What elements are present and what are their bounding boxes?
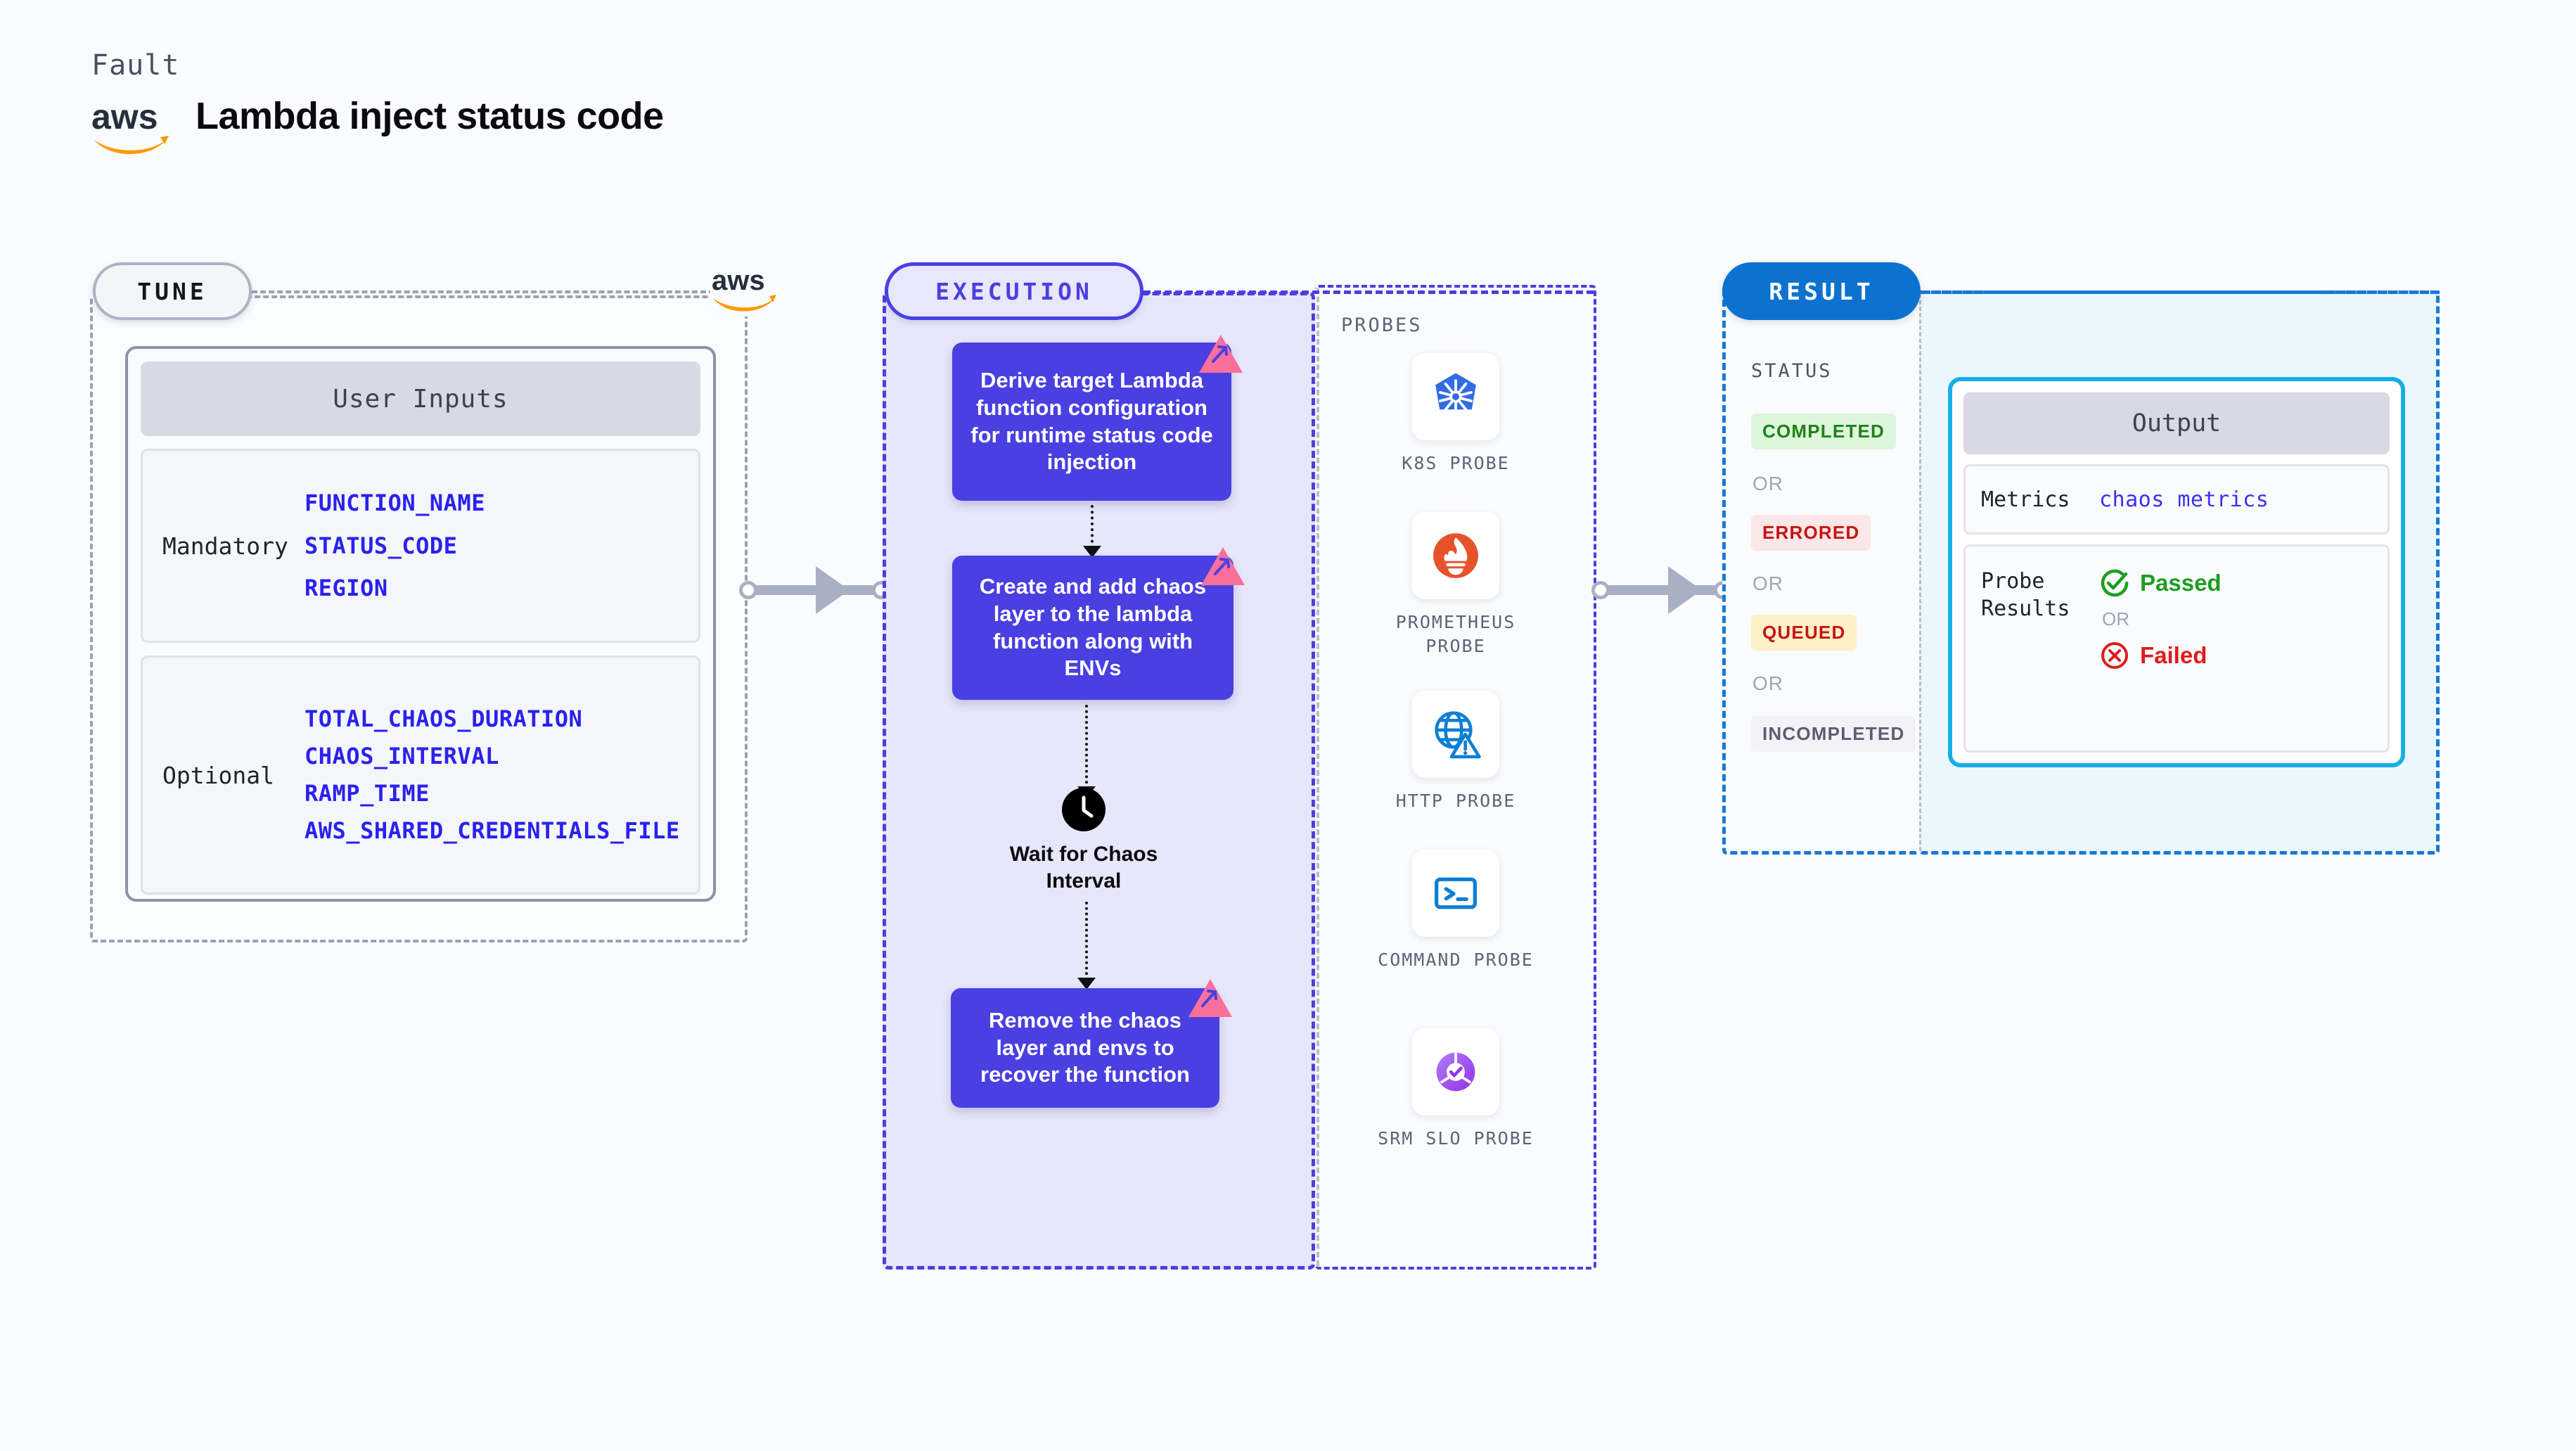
metrics-key: Metrics [1981, 487, 2070, 512]
probe-tile [1412, 512, 1499, 599]
check-circle-icon [2101, 569, 2129, 597]
probe-label: COMMAND PROBE [1378, 950, 1534, 970]
probe-item-command[interactable]: COMMAND PROBE [1364, 850, 1547, 972]
optional-inputs-group: Optional TOTAL_CHAOS_DURATION CHAOS_INTE… [141, 656, 700, 895]
tune-cloud-logo-wrap: aws [710, 262, 781, 317]
user-inputs-card: User Inputs Mandatory FUNCTION_NAME STAT… [125, 346, 716, 902]
probe-item-http[interactable]: HTTP PROBE [1364, 691, 1547, 813]
flow-connector-1 [1091, 505, 1094, 549]
kubernetes-icon [1435, 373, 1476, 414]
litmus-logo-badge-icon [1188, 979, 1232, 1017]
probes-section-label: PROBES [1341, 314, 1423, 336]
aws-logo-icon: aws [712, 265, 776, 312]
flow-connector-2 [1085, 705, 1088, 789]
status-badge-errored: ERRORED [1751, 515, 1871, 551]
input-var[interactable]: AWS_SHARED_CREDENTIALS_FILE [305, 817, 680, 844]
result-divider [1919, 294, 1921, 851]
status-badge-queued: QUEUED [1751, 615, 1857, 651]
output-card: Output Metrics chaos metrics Probe Resul… [1948, 377, 2405, 767]
execution-pill[interactable]: EXECUTION [885, 262, 1143, 320]
probes-divider [1316, 288, 1319, 1266]
mandatory-label: Mandatory [162, 532, 288, 560]
status-label: STATUS [1751, 360, 1833, 382]
probe-tile [1412, 691, 1499, 778]
connector-arrowhead [816, 566, 850, 614]
mandatory-inputs-group: Mandatory FUNCTION_NAME STATUS_CODE REGI… [141, 449, 700, 643]
clock-hands-icon [1082, 795, 1094, 818]
probe-result-failed: Failed [2099, 640, 2222, 671]
or-separator: OR [1752, 672, 1783, 694]
probe-label: PROMETHEUS PROBE [1395, 612, 1516, 656]
terminal-icon [1434, 877, 1478, 909]
x-circle-icon [2101, 642, 2128, 669]
passed-label: Passed [2140, 570, 2222, 596]
execution-step-2[interactable]: Create and add chaos layer to the lambda… [952, 556, 1233, 700]
input-var[interactable]: CHAOS_INTERVAL [305, 743, 499, 770]
output-title: Output [1963, 392, 2390, 454]
execution-step-1[interactable]: Derive target Lambda function configurat… [952, 343, 1231, 501]
execution-leader-line [1143, 290, 1594, 294]
status-badge-completed: COMPLETED [1751, 414, 1897, 449]
input-var[interactable]: RAMP_TIME [305, 780, 430, 807]
probe-results-key: Probe Results [1981, 569, 2070, 621]
probe-item-srm-slo[interactable]: SRM SLO PROBE [1364, 1028, 1547, 1151]
status-badge-incompleted: INCOMPLETED [1751, 716, 1916, 752]
execution-step-3[interactable]: Remove the chaos layer and envs to recov… [951, 988, 1219, 1108]
probe-results-values: Passed OR Failed [2099, 568, 2222, 671]
result-leader-line [1921, 290, 2440, 294]
input-var[interactable]: REGION [305, 575, 388, 602]
aws-logo: aws [91, 97, 169, 155]
litmus-logo-badge-icon [1201, 547, 1245, 585]
probe-item-prometheus[interactable]: PROMETHEUS PROBE [1364, 512, 1547, 658]
mandatory-vars: FUNCTION_NAME STATUS_CODE REGION [305, 473, 698, 618]
probe-label: HTTP PROBE [1395, 791, 1516, 811]
wait-for-chaos-interval-label: Wait for Chaos Interval [1009, 843, 1158, 893]
tune-leader-line [252, 290, 723, 293]
page-kicker: Fault [91, 49, 180, 82]
flow-arrowhead-1 [1083, 546, 1101, 558]
probe-tile [1412, 850, 1499, 937]
input-var[interactable]: FUNCTION_NAME [305, 489, 485, 516]
user-inputs-title: User Inputs [141, 362, 700, 436]
metrics-value[interactable]: chaos metrics [2099, 487, 2269, 512]
input-var[interactable]: TOTAL_CHAOS_DURATION [305, 705, 583, 733]
output-metrics-row: Metrics chaos metrics [1963, 464, 2390, 535]
optional-vars: TOTAL_CHAOS_DURATION CHAOS_INTERVAL RAMP… [305, 695, 698, 855]
connector-arrowhead [1668, 566, 1702, 614]
tune-pill[interactable]: TUNE [93, 262, 252, 320]
probe-tile [1412, 353, 1499, 440]
probe-label: K8S PROBE [1402, 453, 1510, 473]
http-globe-warning-icon [1435, 711, 1481, 759]
flow-arrowhead-3 [1077, 978, 1096, 990]
svg-text:aws: aws [91, 97, 158, 136]
output-probe-results-row: Probe Results Passed OR Failed [1963, 544, 2390, 753]
connector-start-dot [739, 581, 757, 599]
input-var[interactable]: STATUS_CODE [305, 532, 458, 559]
flow-connector-3 [1085, 902, 1088, 980]
probe-item-k8s[interactable]: K8S PROBE [1364, 353, 1547, 475]
failed-label: Failed [2140, 642, 2207, 668]
prometheus-icon [1433, 533, 1478, 578]
optional-label: Optional [162, 761, 274, 789]
probe-tile [1412, 1028, 1499, 1116]
probe-result-passed: Passed [2099, 568, 2222, 599]
or-separator: OR [1752, 573, 1783, 594]
connector-start-dot [1591, 581, 1610, 599]
page-title: Lambda inject status code [196, 95, 664, 137]
srm-slo-donut-icon [1436, 1052, 1475, 1092]
or-separator: OR [1752, 473, 1783, 494]
result-status-panel [1722, 285, 1919, 855]
result-pill[interactable]: RESULT [1722, 262, 1921, 320]
litmus-logo-badge-icon [1199, 335, 1243, 373]
or-separator: OR [2102, 608, 2129, 629]
probe-label: SRM SLO PROBE [1378, 1128, 1534, 1149]
svg-text:aws: aws [712, 265, 765, 296]
